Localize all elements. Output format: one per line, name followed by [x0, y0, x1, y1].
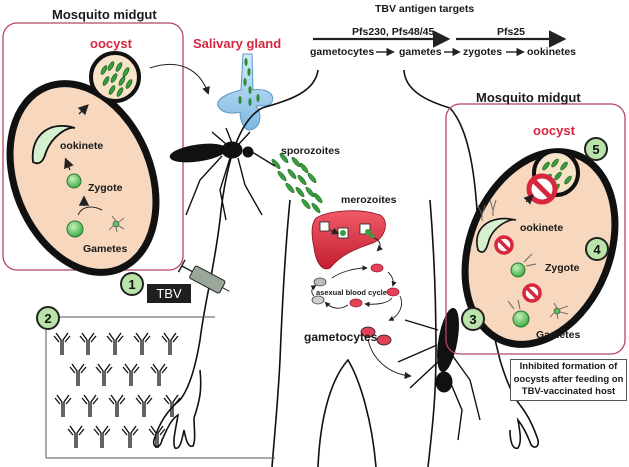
antibody-icon [67, 425, 85, 448]
step-badge-2: 2 [36, 306, 60, 330]
left-oocyst-label: oocyst [90, 36, 132, 51]
antibody-icon [95, 363, 113, 386]
stage-gametocytes: gametocytes [310, 46, 375, 58]
syringe-icon [177, 259, 230, 294]
note-line-1: Inhibited formation of [519, 361, 618, 373]
antibody-icon [54, 394, 72, 417]
note-line-3: TBV-vaccinated host [521, 386, 616, 398]
step-badge-4: 4 [585, 237, 609, 261]
right-oocyst-label: oocyst [533, 123, 575, 138]
asexual-blood-cycle-label: asexual blood cycle [316, 288, 387, 297]
gametocytes-label: gametocytes [304, 330, 378, 344]
antibody-icon [108, 394, 126, 417]
note-line-2: oocysts after feeding on [513, 373, 624, 385]
antibody-icon [69, 363, 87, 386]
salivary-gland-label: Salivary gland [193, 36, 282, 51]
antibody-icon [161, 332, 179, 355]
antibody-icon [106, 332, 124, 355]
step-badge-3: 3 [461, 307, 485, 331]
left-midgut-panel [2, 22, 184, 276]
mosquito-right-icon [397, 307, 481, 441]
right-ookinete-label: ookinete [520, 222, 564, 234]
antigen-arrows [313, 30, 567, 57]
block-icon-zygote [522, 283, 542, 303]
step-badge-5: 5 [584, 137, 608, 161]
block-icon-ookinete [494, 235, 514, 255]
sporozoites-illustration [271, 152, 323, 214]
left-midgut-title: Mosquito midgut [52, 7, 157, 22]
right-midgut-title: Mosquito midgut [476, 90, 581, 105]
antibody-icon [150, 363, 168, 386]
mosquito-left-icon [169, 127, 276, 221]
left-ookinete-label: ookinete [60, 140, 104, 152]
block-icon-oocyst [526, 173, 558, 205]
antibody-icon [93, 425, 111, 448]
antibody-icon [133, 332, 151, 355]
antibody-icon [122, 363, 140, 386]
gametocyte-cells [360, 326, 412, 380]
liver-illustration [311, 210, 386, 270]
antibody-icon [81, 394, 99, 417]
antigen-group-pfs25: Pfs25 [497, 26, 526, 38]
antibody-panel [45, 316, 275, 459]
antibody-icon [135, 394, 153, 417]
antibody-icon [79, 332, 97, 355]
arrow-to-salivary-gland [149, 63, 210, 95]
antibody-icon [53, 332, 71, 355]
right-midgut-panel [445, 103, 626, 355]
left-gametes-label: Gametes [83, 243, 128, 255]
sporozoites-label: sporozoites [281, 145, 340, 157]
inhibition-note: Inhibited formation of oocysts after fee… [510, 359, 627, 401]
antibody-icon [121, 425, 139, 448]
antigen-targets-title: TBV antigen targets [375, 3, 475, 15]
stage-zygotes: zygotes [463, 46, 503, 58]
merozoites-label: merozoites [341, 194, 397, 206]
asexual-blood-cycle [310, 237, 402, 321]
tbv-vaccine-label: TBV [147, 284, 191, 303]
stage-gametes: gametes [399, 46, 442, 58]
antibody-icon [148, 425, 166, 448]
salivary-gland-illustration [217, 53, 274, 131]
left-zygote-label: Zygote [88, 182, 123, 194]
right-gametes-label: Gametes [536, 329, 581, 341]
antibody-icon [163, 394, 181, 417]
right-zygote-label: Zygote [545, 262, 580, 274]
step-badge-1: 1 [120, 272, 144, 296]
antigen-group-pfs230-pfs48-45: Pfs230, Pfs48/45 [352, 26, 435, 38]
stage-ookinetes: ookinetes [527, 46, 577, 58]
